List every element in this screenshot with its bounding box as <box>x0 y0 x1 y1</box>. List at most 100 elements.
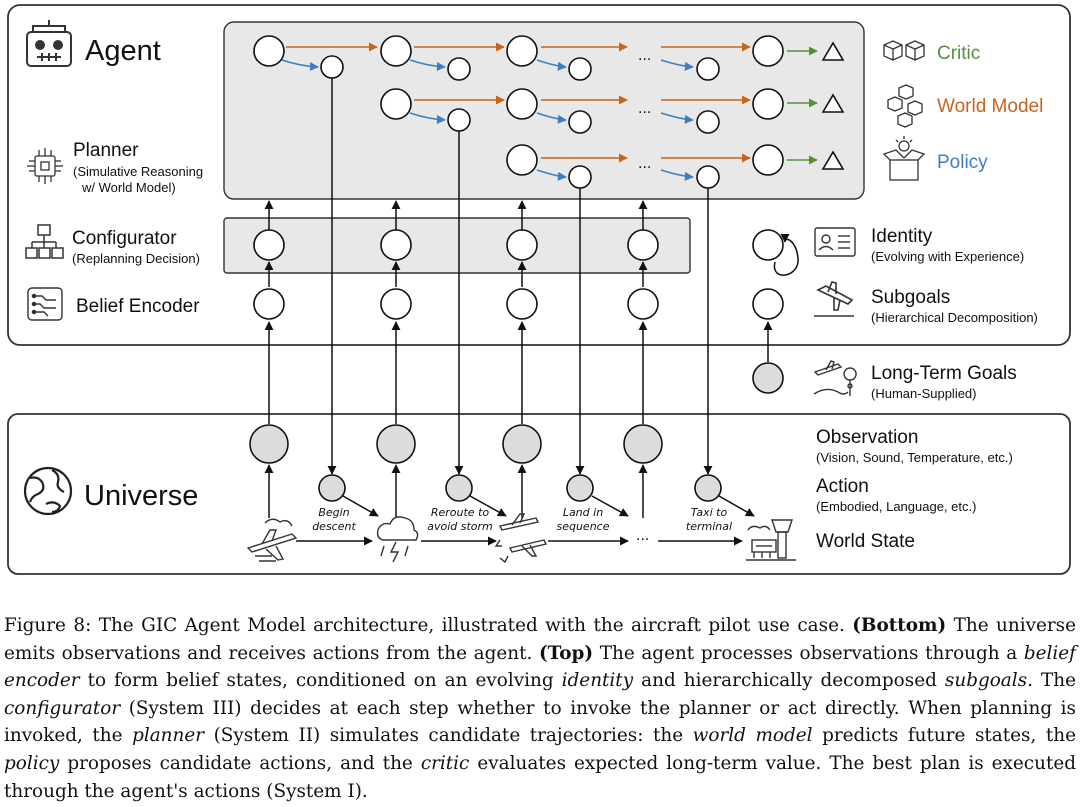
critic-label: Critic <box>937 43 980 64</box>
action-label-title: Action <box>816 476 869 497</box>
planner-trajectories <box>281 42 818 181</box>
planner-label: Planner <box>73 140 139 161</box>
long-term-goals-sub: (Human-Supplied) <box>871 386 977 401</box>
caption-text: Figure 8: The GIC Agent Model architectu… <box>4 615 853 636</box>
caption-text: The agent processes observations through… <box>593 642 1024 664</box>
planner-action-node <box>447 108 471 132</box>
subgoals-sub: (Hierarchical Decomposition) <box>871 310 1038 325</box>
planner-action-node <box>447 57 471 81</box>
caption-text: (System II) simulates candidate trajecto… <box>204 725 693 747</box>
caption-text: evaluates expected long-term value. The … <box>4 752 1077 802</box>
subgoal-node <box>752 288 784 320</box>
critic-triangles <box>821 41 845 170</box>
caption-text: proposes candidate actions, and the <box>59 752 421 774</box>
ellipsis: ... <box>638 48 651 64</box>
long-term-goals-label: Long-Term Goals <box>871 363 1017 384</box>
action-label: Taxi to <box>691 506 728 519</box>
configurator-box <box>223 217 691 274</box>
configurator-sub: (Replanning Decision) <box>72 251 200 266</box>
storm-icon <box>376 516 419 563</box>
identity-label: Identity <box>871 226 933 247</box>
caption-text: and hierarchically decomposed <box>633 670 945 692</box>
planner-state-node <box>506 88 538 120</box>
action-sub: (Embodied, Language, etc.) <box>816 499 976 514</box>
belief-encoder-label: Belief Encoder <box>76 296 200 317</box>
gic-architecture-diagram: ... ... ... ... Begin descent Reroute to <box>7 4 1071 575</box>
world-model-icon <box>887 84 923 128</box>
policy-label: Policy <box>937 152 988 173</box>
caption-text: The universe emits observations and rece… <box>4 615 1076 664</box>
observation-label: Observation <box>816 427 918 448</box>
vertical-connections <box>264 78 799 546</box>
action-label: sequence <box>556 520 609 533</box>
planner-state-node <box>506 144 538 176</box>
action-label: Begin <box>318 506 349 519</box>
planner-action-node <box>568 110 592 134</box>
caption-bold: (Top) <box>538 642 594 664</box>
id-card-icon <box>814 227 856 257</box>
caption-italic: planner <box>132 725 205 747</box>
planner-state-node <box>506 35 538 67</box>
observation-nodes <box>249 424 663 464</box>
ellipsis: ... <box>638 156 651 172</box>
caption-italic: world model <box>692 725 813 747</box>
terminal-icon <box>746 519 796 561</box>
caption-italic: critic <box>420 752 470 774</box>
planner-state-node <box>253 35 285 67</box>
planner-state-node <box>752 88 784 120</box>
planner-action-node <box>568 57 592 81</box>
action-label: Reroute to <box>431 506 490 519</box>
action-label: descent <box>312 520 356 533</box>
identity-node <box>752 229 784 261</box>
identity-sub: (Evolving with Experience) <box>871 249 1024 264</box>
world-state-label: World State <box>816 531 915 552</box>
caption-text: The <box>1032 670 1076 692</box>
airplane-icon <box>246 518 298 562</box>
planner-action-node <box>320 55 344 79</box>
caption-italic: configurator <box>4 697 121 719</box>
chip-icon <box>27 148 63 184</box>
subgoals-label: Subgoals <box>871 287 950 308</box>
plane-landing-icon <box>814 281 854 317</box>
universe-title: Universe <box>84 480 198 512</box>
caption-italic: belief encoder <box>4 642 1076 692</box>
landing-planes-icon <box>494 513 548 564</box>
action-label: terminal <box>686 520 732 533</box>
caption-italic: policy <box>4 752 60 774</box>
planner-action-node <box>696 165 720 189</box>
caption-text: (System III) decides at each step whethe… <box>4 697 1076 747</box>
figure-caption: Figure 8: The GIC Agent Model architectu… <box>4 612 1076 805</box>
ellipsis: ... <box>638 101 651 117</box>
planner-sub: (Simulative Reasoning <box>73 164 203 179</box>
action-label: Land in <box>563 506 603 519</box>
globe-icon <box>23 466 73 516</box>
caption-italic: subgoals. <box>944 670 1033 692</box>
robot-icon <box>26 20 72 67</box>
planner-action-node <box>696 57 720 81</box>
planner-action-node <box>568 165 592 189</box>
configurator-label: Configurator <box>72 228 177 249</box>
planner-sub: w/ World Model) <box>81 180 176 195</box>
planner-state-node <box>380 35 412 67</box>
planner-state-node <box>380 88 412 120</box>
planner-state-node <box>752 144 784 176</box>
caption-text: predicts future states, the <box>812 725 1076 747</box>
planner-nodes <box>253 35 784 189</box>
long-term-goal-node <box>752 362 784 394</box>
caption-text: to form belief states, conditioned on an… <box>79 670 562 692</box>
observation-sub: (Vision, Sound, Temperature, etc.) <box>816 450 1013 465</box>
caption-italic: identity <box>561 670 634 692</box>
belief-nodes <box>253 229 784 320</box>
planner-action-node <box>696 110 720 134</box>
caption-bold: (Bottom) <box>852 615 947 636</box>
world-model-label: World Model <box>937 96 1043 117</box>
planner-state-node <box>752 35 784 67</box>
action-label: avoid storm <box>427 520 493 533</box>
agent-title: Agent <box>85 35 161 67</box>
action-nodes <box>318 474 722 502</box>
hierarchy-icon <box>25 224 64 259</box>
cubes-icon <box>883 40 925 61</box>
encoder-icon <box>27 287 63 321</box>
policy-icon <box>882 136 926 181</box>
configurator-nodes <box>253 229 659 261</box>
